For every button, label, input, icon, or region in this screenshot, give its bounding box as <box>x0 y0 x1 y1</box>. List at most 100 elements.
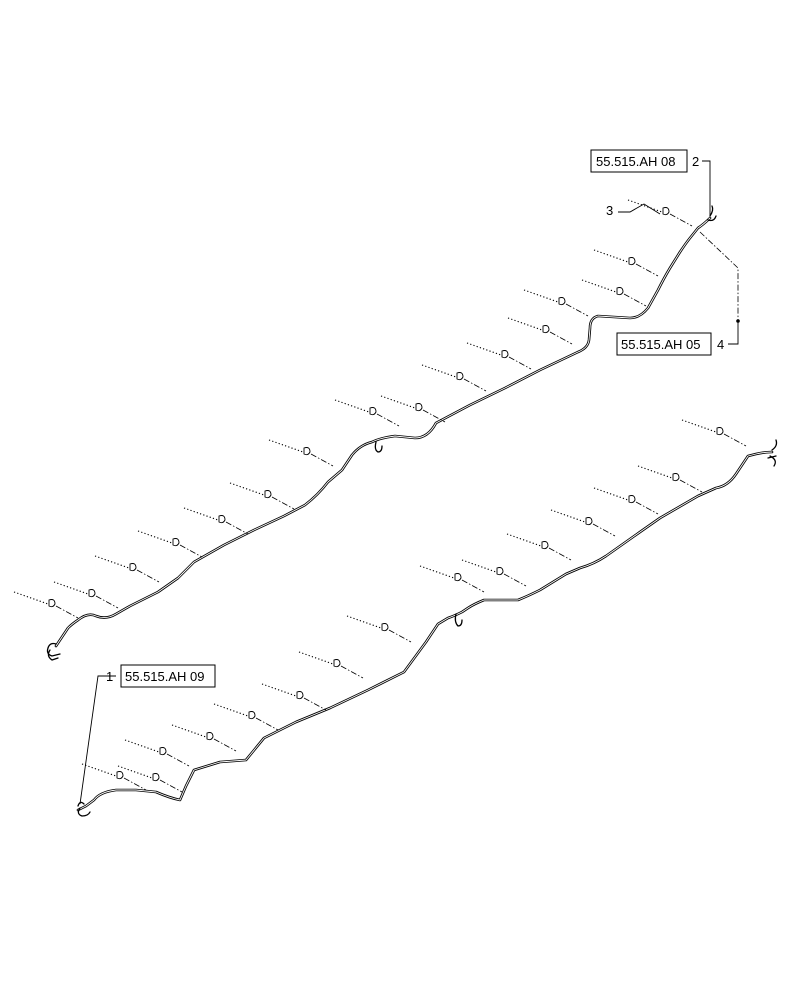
nozzle-hose <box>298 651 334 665</box>
spray-nozzle <box>716 427 724 436</box>
spray-nozzle <box>628 257 636 266</box>
nozzle-hose <box>124 739 160 753</box>
centerline-4 <box>699 231 739 320</box>
spray-nozzle <box>501 350 509 359</box>
nozzle-hose <box>637 465 673 479</box>
nozzle-hose <box>171 724 207 738</box>
spray-nozzle <box>415 403 423 412</box>
nozzle-centerline <box>255 717 279 731</box>
spray-nozzle <box>628 495 636 504</box>
item-number-1: 1 <box>106 669 113 684</box>
nozzle-hose <box>94 555 130 569</box>
item-number-3: 3 <box>606 203 613 218</box>
spray-nozzle <box>248 711 256 720</box>
nozzle-hose <box>506 533 542 547</box>
nozzle-hose <box>81 763 117 777</box>
nozzle-hose <box>421 364 457 378</box>
spray-nozzle <box>303 447 311 456</box>
nozzle-hose <box>550 509 586 523</box>
upper-spray-tube <box>46 205 717 661</box>
nozzle-centerline <box>310 453 334 467</box>
spray-nozzle <box>333 659 341 668</box>
leader-dot <box>736 319 740 323</box>
ref-label-ah08: 55.515.AH 08 <box>596 154 676 169</box>
spray-nozzle <box>296 691 304 700</box>
nozzle-hose <box>593 249 629 263</box>
spray-nozzle <box>159 747 167 756</box>
spray-nozzle <box>558 297 566 306</box>
ref-box-ah08[interactable]: 55.515.AH 08 <box>590 149 688 173</box>
nozzle-centerline <box>679 479 703 493</box>
nozzle-hose <box>627 199 663 213</box>
nozzle-hose <box>593 487 629 501</box>
nozzle-centerline <box>548 547 572 561</box>
nozzle-centerline <box>303 697 327 711</box>
spray-nozzle <box>152 773 160 782</box>
nozzle-hose <box>117 765 153 779</box>
nozzle-centerline <box>623 293 647 307</box>
spray-nozzle <box>616 287 624 296</box>
nozzle-centerline <box>340 665 364 679</box>
nozzle-hose <box>183 507 219 521</box>
nozzle-hose <box>681 419 717 433</box>
nozzle-centerline <box>461 579 485 593</box>
spray-nozzle <box>218 515 226 524</box>
nozzle-hose <box>334 399 370 413</box>
nozzle-centerline <box>565 303 589 317</box>
nozzle-centerline <box>166 753 190 767</box>
leader-1 <box>79 675 116 805</box>
spray-nozzle <box>48 599 56 608</box>
ref-box-ah09[interactable]: 55.515.AH 09 <box>120 664 216 688</box>
ref-box-ah05[interactable]: 55.515.AH 05 <box>616 332 712 356</box>
nozzle-centerline <box>508 356 532 370</box>
tube-end-fitting <box>767 439 778 467</box>
nozzle-centerline <box>55 605 79 619</box>
nozzle-hose <box>137 530 173 544</box>
nozzle-hose <box>346 615 382 629</box>
nozzle-centerline <box>225 521 249 535</box>
nozzle-centerline <box>723 433 747 447</box>
nozzle-centerline <box>388 629 412 643</box>
spray-nozzle <box>672 473 680 482</box>
lower-spray-tube <box>76 439 778 817</box>
spray-nozzle <box>454 573 462 582</box>
nozzle-centerline <box>635 501 659 515</box>
spray-nozzle <box>172 538 180 547</box>
nozzle-centerline <box>271 496 295 510</box>
nozzle-centerline <box>159 779 183 793</box>
spray-nozzle <box>585 517 593 526</box>
nozzle-hose <box>380 395 416 409</box>
nozzle-hose <box>13 591 49 605</box>
nozzle-centerline <box>422 409 446 423</box>
nozzle-centerline <box>463 378 487 392</box>
spray-nozzle <box>369 407 377 416</box>
spray-nozzle <box>88 589 96 598</box>
nozzle-centerline <box>213 738 237 752</box>
nozzle-centerline <box>376 413 400 427</box>
nozzle-hose <box>261 683 297 697</box>
spray-nozzle <box>264 490 272 499</box>
item-number-2: 2 <box>692 154 699 169</box>
nozzle-centerline <box>635 263 659 277</box>
nozzle-centerline <box>95 595 119 609</box>
ref-label-ah05: 55.515.AH 05 <box>621 337 701 352</box>
nozzle-centerline <box>123 777 147 791</box>
nozzle-stations <box>13 199 747 793</box>
spray-nozzle <box>662 207 670 216</box>
nozzle-hose <box>461 559 497 573</box>
spray-nozzle <box>456 372 464 381</box>
ref-label-ah09: 55.515.AH 09 <box>125 669 205 684</box>
nozzle-centerline <box>179 544 203 558</box>
tube-clip <box>454 613 463 627</box>
nozzle-hose <box>268 439 304 453</box>
tube-end-fitting <box>707 205 717 222</box>
spray-nozzle <box>542 325 550 334</box>
nozzle-hose <box>523 289 559 303</box>
leader-2 <box>702 160 711 216</box>
leader-3 <box>618 203 661 215</box>
nozzle-centerline <box>549 331 573 345</box>
nozzle-centerline <box>136 569 160 583</box>
nozzle-hose <box>213 703 249 717</box>
item-number-4: 4 <box>717 337 724 352</box>
